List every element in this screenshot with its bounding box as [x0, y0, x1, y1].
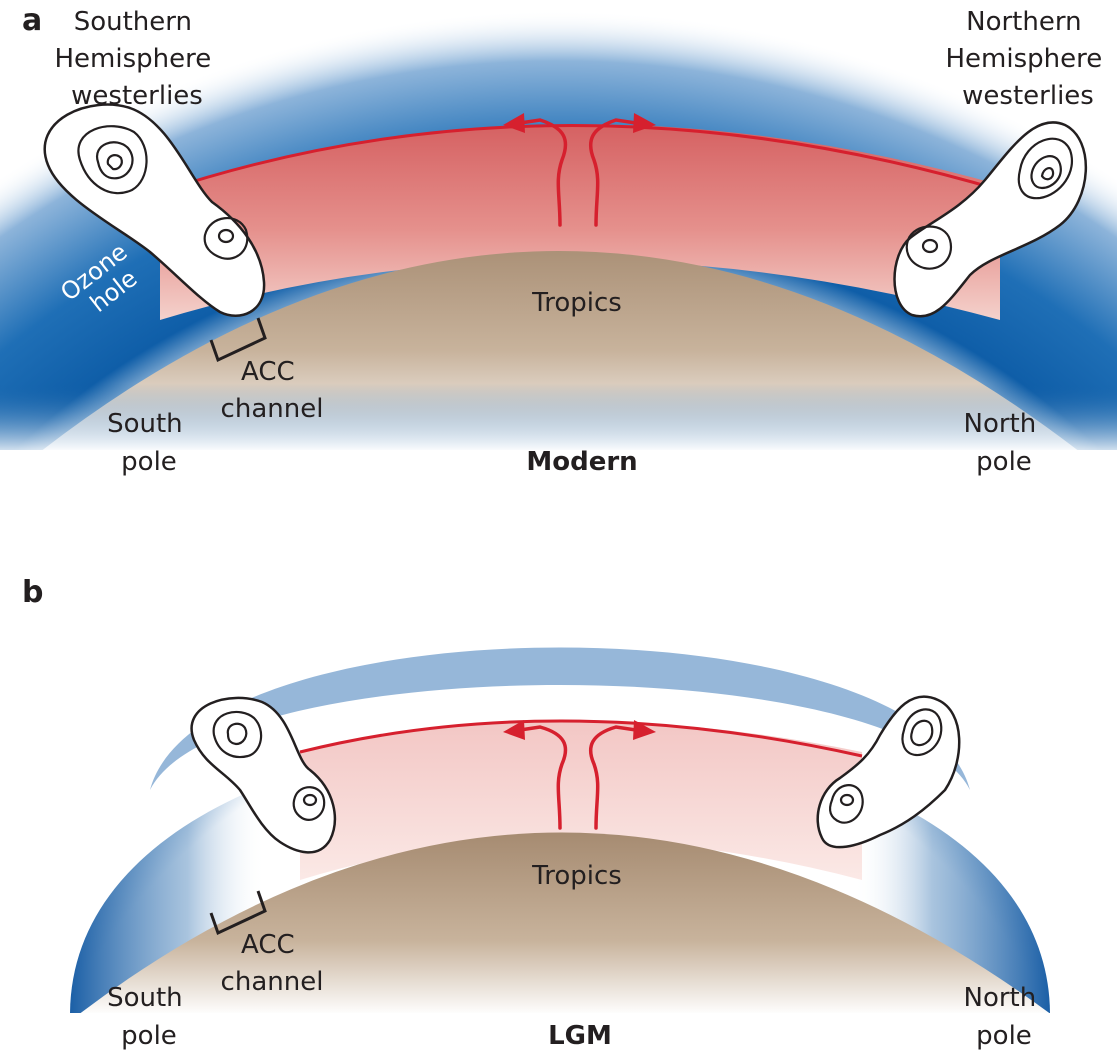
caption-lgm: LGM	[548, 1021, 612, 1051]
tropics-label-b: Tropics	[531, 861, 622, 891]
southern-westerlies-label: Southern Hemisphere westerlies	[54, 7, 219, 111]
south-pole-label-b: South pole	[107, 983, 191, 1051]
panel-letter-a: a	[22, 3, 42, 38]
north-pole-label-b: North pole	[964, 983, 1045, 1051]
tropics-label-a: Tropics	[531, 288, 622, 318]
northern-westerlies-label: Northern Hemisphere westerlies	[945, 7, 1110, 111]
panel-letter-b: b	[22, 575, 43, 610]
caption-modern: Modern	[526, 447, 637, 477]
